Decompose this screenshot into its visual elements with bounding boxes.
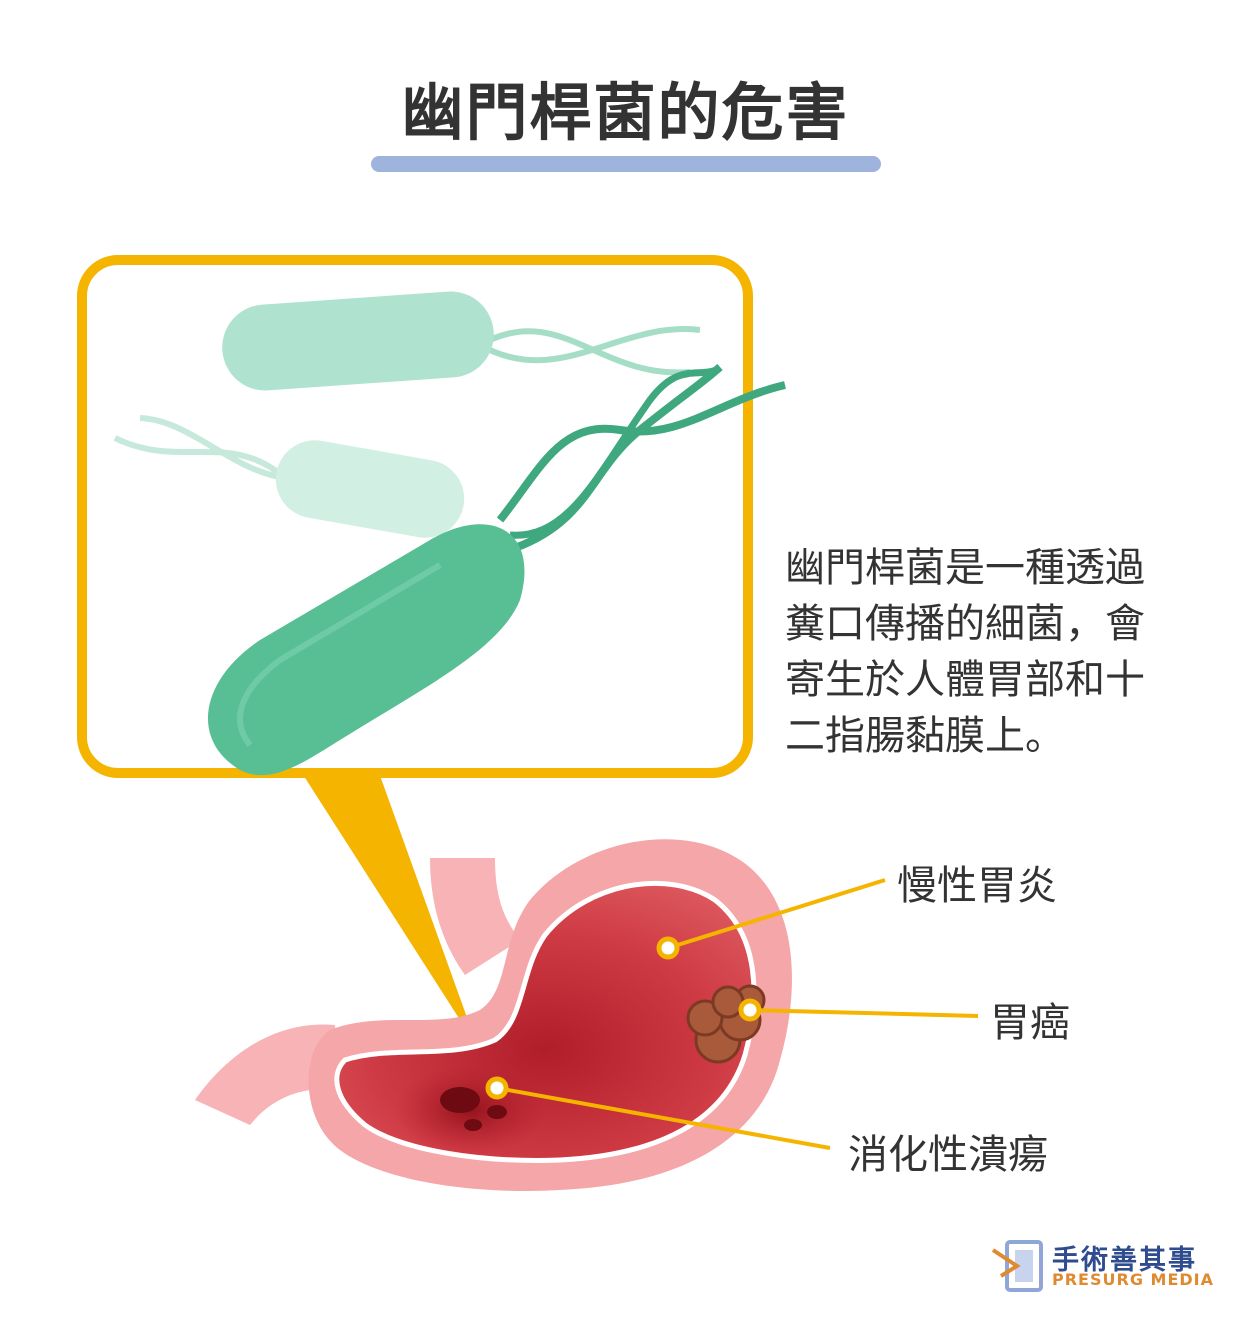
- description-line-4: 二指腸黏膜上。: [785, 713, 1065, 759]
- logo-chinese-text: 手術善其事: [1052, 1245, 1197, 1276]
- bacteria-illustration: [113, 291, 786, 776]
- callout-pointer: [300, 770, 478, 1048]
- callout-frame: [77, 255, 753, 778]
- label-chronic-gastritis: 慢性胃炎: [897, 863, 1057, 909]
- brand-logo: 手術善其事 PRESURG MEDIA: [990, 1236, 1230, 1296]
- tumor: [686, 984, 766, 1064]
- logo-icon: [991, 1240, 1043, 1292]
- marker-peptic-ulcer: [485, 1076, 509, 1100]
- stomach-illustration: [195, 839, 792, 1191]
- zoom-callout: [77, 255, 753, 1048]
- marker-gastric-cancer: [738, 998, 762, 1022]
- bacterium-top: [222, 291, 701, 391]
- leader-dots: [485, 936, 762, 1100]
- title-underline: [371, 156, 881, 172]
- logo-english-text: PRESURG MEDIA: [1052, 1270, 1214, 1289]
- description-line-3: 寄生於人體胃部和十: [785, 657, 1145, 703]
- description-line-1: 幽門桿菌是一種透過: [785, 545, 1145, 591]
- bacterium-main: [207, 364, 786, 776]
- page-title: 幽門桿菌的危害: [401, 76, 850, 149]
- bacterium-middle: [113, 415, 465, 538]
- leader-line-gastric-cancer: [749, 1008, 979, 1018]
- leader-line-chronic-gastritis: [667, 878, 886, 950]
- marker-chronic-gastritis: [656, 936, 680, 960]
- leader-line-peptic-ulcer: [496, 1086, 831, 1150]
- label-gastric-cancer: 胃癌: [990, 1000, 1070, 1046]
- leader-lines: [496, 878, 979, 1150]
- description-line-2: 糞口傳播的細菌，會: [785, 601, 1145, 647]
- description: 幽門桿菌是一種透過 糞口傳播的細菌，會 寄生於人體胃部和十 二指腸黏膜上。: [785, 540, 1215, 764]
- label-peptic-ulcer: 消化性潰瘍: [848, 1132, 1048, 1178]
